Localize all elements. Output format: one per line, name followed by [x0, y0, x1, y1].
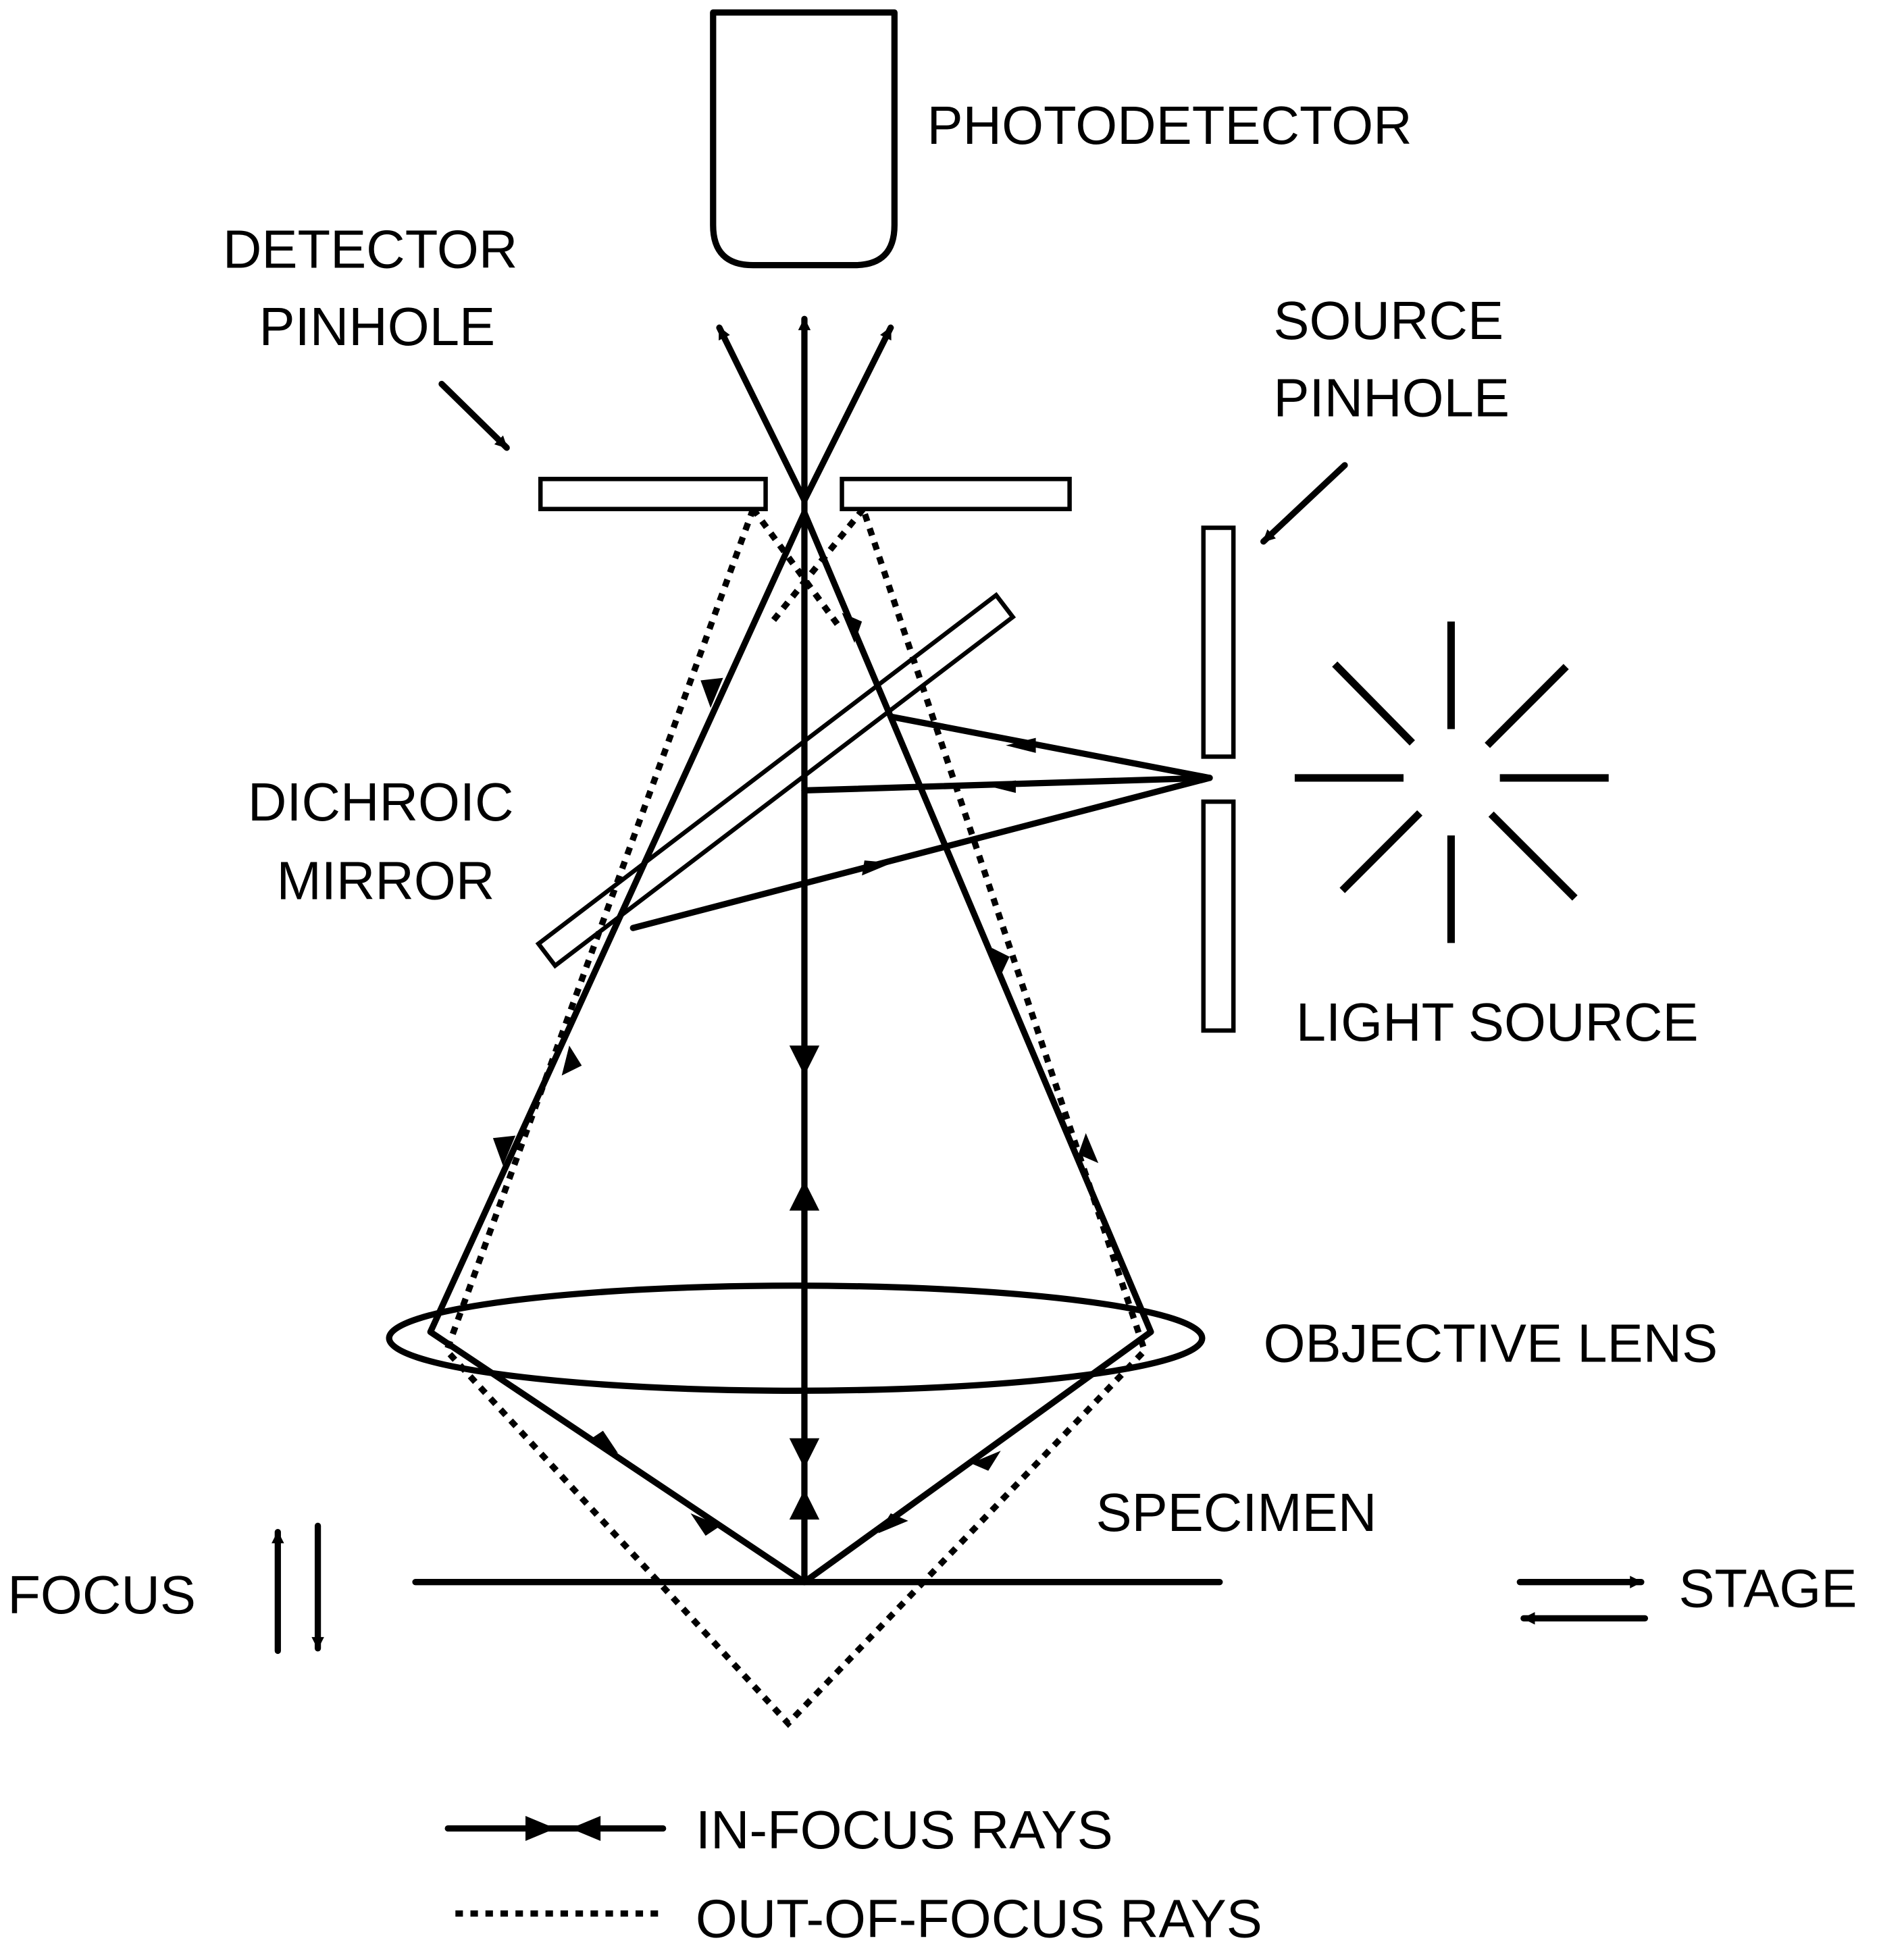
light-source-icon	[1294, 621, 1609, 943]
legend-in-focus-label: IN-FOCUS RAYS	[696, 1800, 1113, 1860]
label-objective-lens: OBJECTIVE LENS	[1264, 1313, 1718, 1374]
label-source-pinhole-2: PINHOLE	[1273, 368, 1510, 428]
source-pinhole	[1201, 525, 1236, 1033]
label-focus: FOCUS	[7, 1565, 196, 1625]
dichroic-mirror	[535, 592, 1017, 969]
photodetector	[710, 9, 898, 269]
label-stage: STAGE	[1678, 1559, 1857, 1619]
label-source-pinhole-1: SOURCE	[1273, 290, 1503, 350]
objective-lens	[386, 1282, 1206, 1394]
label-dichroic-2: MIRROR	[276, 851, 494, 911]
label-specimen: SPECIMEN	[1096, 1482, 1376, 1542]
focus-arrows-icon	[272, 1522, 324, 1655]
label-photodetector: PHOTODETECTOR	[927, 95, 1412, 155]
source-pinhole-pointer	[1260, 462, 1348, 545]
label-detector-pinhole-2: PINHOLE	[259, 296, 496, 357]
legend: IN-FOCUS RAYS OUT-OF-FOCUS RAYS	[444, 1800, 1262, 1949]
stage-arrows-icon	[1516, 1576, 1649, 1625]
out-of-focus-rays	[443, 506, 1148, 1728]
label-detector-pinhole-1: DETECTOR	[223, 219, 518, 279]
label-dichroic-1: DICHROIC	[248, 772, 514, 832]
legend-out-of-focus-label: OUT-OF-FOCUS RAYS	[696, 1889, 1262, 1949]
detector-pinhole	[538, 477, 1072, 511]
label-light-source: LIGHT SOURCE	[1296, 992, 1699, 1052]
detector-pinhole-pointer	[438, 380, 510, 451]
in-focus-rays	[427, 315, 1213, 1586]
